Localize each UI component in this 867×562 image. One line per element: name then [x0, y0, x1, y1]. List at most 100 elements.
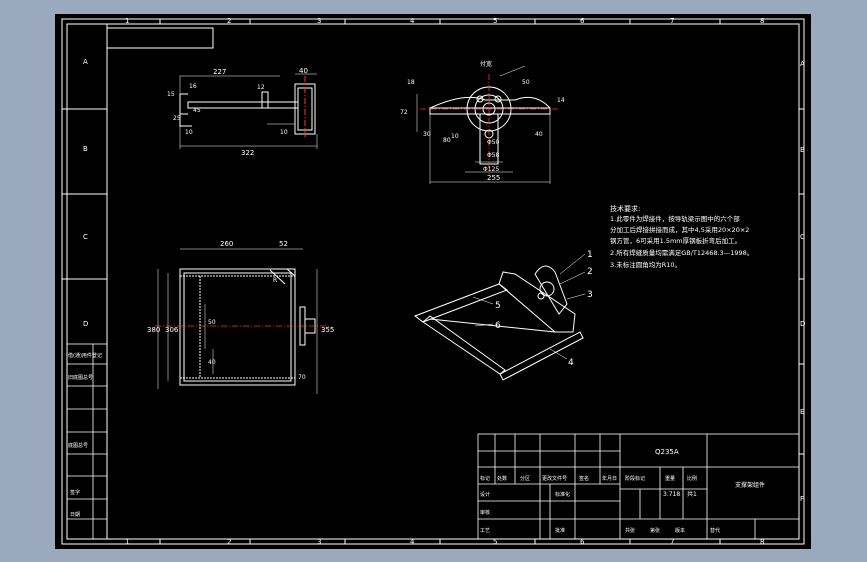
tech-req-line-3: 2.所有焊缝质量均需满足GB/T12468.3—1998。 [610, 248, 753, 257]
side-dim-5: 10 [451, 133, 459, 140]
material-text: Q235A [655, 448, 679, 456]
grid-row-A: A [83, 58, 88, 66]
grid-col-6: 6 [580, 17, 585, 25]
grid-row-right-F: F [800, 495, 804, 503]
grid-col-5: 5 [493, 17, 497, 25]
grid-col-bottom-5: 5 [493, 538, 497, 546]
title-block: Q235A 3.718 共1 支撑架组件 阶段标记 重量 比例 标记 处数 分区… [477, 433, 800, 540]
hdr-2: 分区 [520, 475, 530, 482]
ratio-label: 比例 [687, 475, 697, 482]
side-dim-0: 50 [522, 79, 530, 86]
front-dim-3: 12 [257, 84, 265, 91]
plan-dim-7: 70 [298, 374, 306, 381]
grid-col-bottom-2: 2 [227, 538, 231, 546]
grid-col-3: 3 [317, 17, 321, 25]
side-callout: 付宽 [480, 60, 492, 68]
side-dim-8: Φ58 [487, 152, 500, 159]
side-dim-2: 72 [400, 109, 408, 116]
plan-view: 260 52 380 306 355 50 40 70 R [147, 240, 334, 394]
plan-dim-5: 50 [208, 319, 216, 326]
side-dim-4: 80 [443, 137, 451, 144]
tech-req-line-0: 1.此零件为焊接件，按导轨梁示图中的六个部 [610, 214, 740, 223]
bottom-3: 替代 [710, 527, 720, 534]
balloon-4: 4 [568, 358, 574, 368]
hdr-1: 处数 [497, 475, 507, 482]
front-view: 227 40 16 12 15 25 10 322 10 45 [167, 67, 318, 157]
strip-label-0: 借(通)用件登记 [68, 352, 102, 359]
technical-requirements: 技术要求: 1.此零件为焊接件，按导轨梁示图中的六个部 分加工后焊接拼接而成，其… [610, 204, 753, 269]
isometric-view: 1 2 3 4 5 6 [413, 250, 593, 381]
grid-row-C: C [83, 233, 88, 241]
plan-dim-2: 380 [147, 326, 160, 334]
front-dim-7: 322 [241, 149, 254, 157]
hdr-3: 更改文件号 [542, 475, 567, 482]
side-dim-1: 18 [407, 79, 415, 86]
plan-dim-1: 52 [279, 240, 288, 248]
side-dim-3: 30 [423, 131, 431, 138]
side-dim-9: Φ125 [483, 166, 499, 173]
grid-row-right-C: C [800, 233, 805, 241]
front-dim-9: 45 [193, 107, 201, 114]
grid-col-7: 7 [670, 17, 674, 25]
grid-col-8: 8 [760, 17, 764, 25]
hdr-5: 年月日 [602, 475, 617, 482]
left-sign-strip: 借(通)用件登记 旧底图总号 底图总号 签字 日期 [66, 343, 108, 540]
grid-row-right-E: E [800, 408, 804, 416]
side-dim-10: 255 [487, 174, 500, 182]
tech-req-line-2: 钢方管，6可采用1.5mm厚钢板折弯后加工。 [610, 236, 741, 245]
drawing-frame [61, 18, 805, 545]
grid-col-bottom-6: 6 [580, 538, 585, 546]
grid-row-right-A: A [800, 60, 805, 68]
bottom-1: 第张 [650, 527, 660, 534]
grid-row-B: B [83, 145, 88, 153]
plan-dim-3: 306 [165, 326, 179, 334]
grid-col-bottom-7: 7 [670, 538, 674, 546]
front-dim-6: 10 [280, 129, 288, 136]
drawing-name: 支撑架组件 [735, 481, 765, 489]
plan-dim-6: 40 [208, 359, 216, 366]
frame-grid-labels: 1 2 3 4 5 6 7 8 1 2 3 4 5 6 7 8 A B C D … [83, 17, 805, 546]
grid-col-1: 1 [125, 17, 129, 25]
tech-req-line-1: 分加工后焊接拼接而成，其中4,5采用20×20×2 [610, 225, 749, 234]
hdr-4: 签名 [579, 475, 589, 482]
balloon-1: 1 [587, 250, 593, 260]
front-dim-4: 15 [167, 91, 175, 98]
grid-row-D: D [83, 320, 88, 328]
balloon-2: 2 [587, 267, 593, 277]
weight-label: 重量 [665, 475, 675, 482]
hdr-0: 标记 [480, 475, 490, 482]
side-dim-6: 14 [557, 97, 565, 104]
mid-standard: 标准化 [555, 491, 570, 498]
front-dim-8: 10 [185, 129, 193, 136]
plan-dim-4: 355 [321, 326, 334, 334]
balloon-3: 3 [587, 290, 593, 300]
cad-viewport[interactable]: 1 2 3 4 5 6 7 8 1 2 3 4 5 6 7 8 A B C D … [55, 14, 811, 549]
front-dim-2: 16 [189, 83, 197, 90]
front-dim-5: 25 [173, 115, 181, 122]
row-process: 工艺 [480, 528, 490, 534]
front-dim-1: 40 [299, 67, 308, 75]
side-view: 付宽 50 18 72 30 80 10 14 Φ50 Φ58 Φ125 255… [400, 60, 565, 184]
weight-text: 3.718 [663, 491, 680, 498]
mid-approve: 批准 [555, 527, 565, 534]
grid-row-right-B: B [800, 146, 805, 154]
bottom-0: 共张 [625, 527, 635, 534]
grid-col-4: 4 [410, 17, 415, 25]
front-dim-0: 227 [213, 68, 226, 76]
balloon-5: 5 [495, 301, 501, 311]
grid-row-right-D: D [800, 320, 805, 328]
bottom-2: 版本 [675, 527, 685, 534]
grid-col-bottom-3: 3 [317, 538, 321, 546]
tech-req-line-4: 3.未标注圆角均为R10。 [610, 260, 681, 269]
strip-label-1: 旧底图总号 [68, 374, 93, 381]
strip-label-3: 签字 [70, 489, 80, 496]
grid-col-bottom-1: 1 [125, 538, 129, 546]
plan-dim-8: R [273, 277, 277, 284]
grid-col-2: 2 [227, 17, 231, 25]
plan-dim-0: 260 [220, 240, 233, 248]
strip-label-2: 底图总号 [68, 442, 88, 449]
strip-label-4: 日期 [70, 512, 80, 518]
scale-text: 共1 [687, 490, 697, 498]
side-dim-11: 40 [535, 131, 543, 138]
grid-col-bottom-4: 4 [410, 538, 415, 546]
